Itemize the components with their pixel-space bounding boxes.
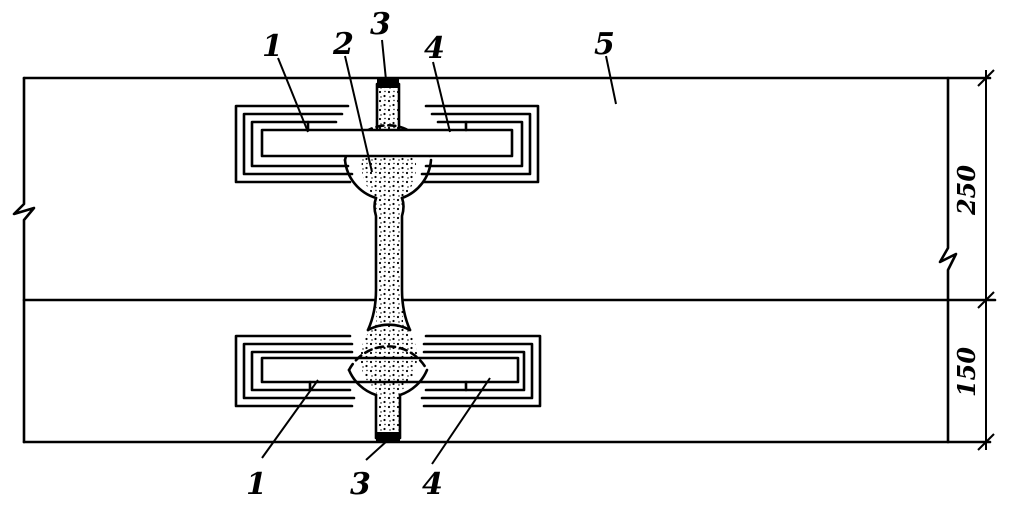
callout-bottom-3: 3 [350, 467, 371, 502]
callout-top-2: 2 [332, 27, 354, 62]
lower-bulb-right [398, 368, 429, 397]
leader-lines [261, 39, 617, 465]
bottom-sealant-cap [376, 432, 400, 442]
leader-bottom-1 [261, 379, 319, 459]
panels [12, 76, 997, 444]
upper-right-middle-loop [420, 112, 532, 176]
upper-right-outer-loop [422, 104, 540, 184]
channel-right-edge [400, 196, 412, 332]
callout-top-1: 1 [262, 29, 283, 64]
lower-plate [260, 356, 520, 384]
leader-top-4 [432, 61, 451, 133]
leader-top-5 [605, 55, 617, 105]
lower-left-inner-loop [250, 350, 354, 392]
leader-top-1 [277, 57, 309, 133]
dimension-tick-top [977, 69, 995, 87]
callout-labels: 1 2 3 4 5 1 3 4 [246, 7, 615, 502]
concrete-fill [343, 78, 433, 442]
lower-left-middle-loop [242, 342, 356, 400]
upper-left-inner-loop [250, 120, 350, 168]
callout-bottom-4: 4 [422, 467, 443, 502]
left-break-line [12, 76, 36, 444]
dimension-line: 250 150 [952, 69, 995, 451]
callout-top-3: 3 [370, 7, 391, 42]
dimension-tick-bottom [977, 433, 995, 451]
leader-bottom-3 [365, 439, 389, 461]
lower-bulb-top [366, 323, 412, 332]
callout-top-4: 4 [424, 31, 445, 66]
upper-right-inner-loop [424, 120, 524, 168]
callout-bottom-1: 1 [246, 467, 267, 502]
upper-plate [260, 128, 514, 158]
dimension-250-label: 250 [952, 165, 981, 216]
lower-right-outer-loop [422, 334, 542, 408]
top-sealant-cap [377, 78, 399, 88]
lower-right-inner-loop [422, 350, 526, 392]
dimension-tick-mid [977, 291, 995, 309]
leader-top-3 [381, 39, 387, 81]
callout-top-5: 5 [594, 27, 615, 62]
right-break-line [938, 76, 958, 444]
channel-left-edge [366, 196, 378, 332]
lower-anchor-assembly [234, 334, 542, 408]
lower-bulb-left [347, 368, 378, 397]
upper-anchor-assembly [234, 104, 540, 184]
lower-left-outer-loop [234, 334, 354, 408]
upper-left-middle-loop [242, 112, 354, 176]
leader-top-2 [344, 55, 373, 173]
lower-bulb-dashed-arc [347, 345, 429, 372]
leader-bottom-4 [431, 377, 491, 465]
dimension-150-label: 150 [952, 347, 981, 397]
upper-left-outer-loop [234, 104, 352, 184]
